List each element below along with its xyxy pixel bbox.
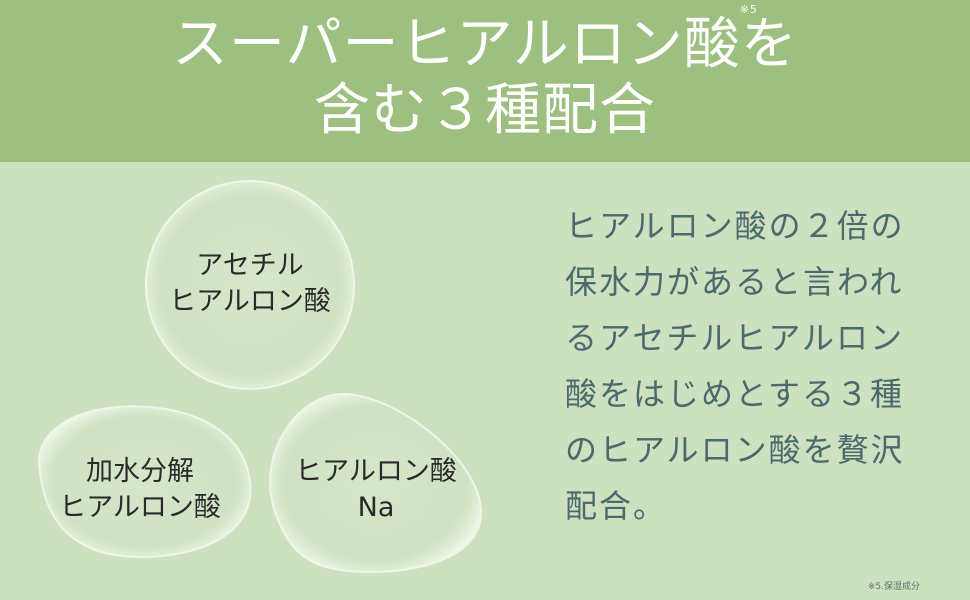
bubbles-graphic bbox=[37, 180, 483, 574]
footnote-mark: ※5 bbox=[739, 3, 758, 16]
title-banner bbox=[0, 0, 970, 162]
description-text: ヒアルロン酸の２倍の 保水力があると言われ るアセチルヒアルロン 酸をはじめとす… bbox=[565, 207, 905, 525]
bubble-label-hydrolyzed: 加水分解 ヒアルロン酸 bbox=[59, 456, 221, 523]
page-title: スーパーヒアルロン酸を※5 含む３種配合 bbox=[0, 3, 970, 144]
bubble-sodium bbox=[269, 392, 483, 574]
bubble-label-acetyl: アセチル ヒアルロン酸 bbox=[169, 250, 331, 317]
bubble-hydrolyzed bbox=[37, 405, 252, 559]
title-line-2: 含む３種配合 bbox=[314, 78, 656, 143]
bubble-acetyl bbox=[145, 180, 355, 390]
footnote: ※5.保湿成分 bbox=[867, 582, 920, 592]
title-line-1-text: スーパーヒアルロン酸を※5 bbox=[172, 3, 798, 77]
title-line-1: スーパーヒアルロン酸を※5 bbox=[0, 3, 970, 78]
bubble-label-sodium: ヒアルロン酸 Na bbox=[295, 456, 457, 523]
